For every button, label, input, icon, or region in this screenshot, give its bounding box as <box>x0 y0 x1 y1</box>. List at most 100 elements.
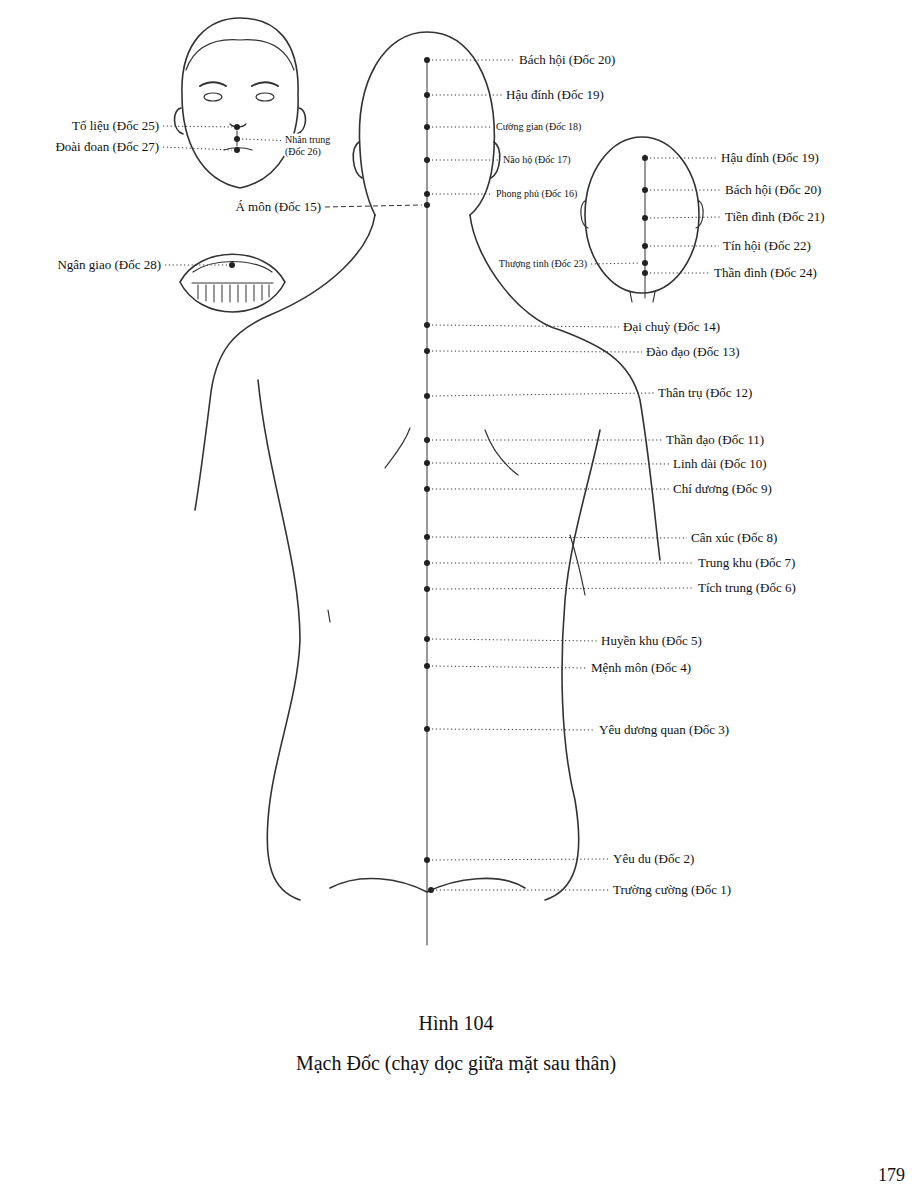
acupoint-dot <box>642 187 648 193</box>
leader-line <box>432 127 492 128</box>
mark <box>328 610 330 622</box>
lip-outline <box>180 254 285 312</box>
acupoint-dot <box>424 348 430 354</box>
acupoint-dot <box>229 262 235 268</box>
leader-line <box>432 194 492 195</box>
head-top-inset <box>581 137 703 302</box>
leader-line <box>432 563 694 564</box>
leader-line <box>165 265 227 266</box>
leader-line <box>325 205 422 207</box>
acupoint-dot <box>234 136 240 142</box>
point-label: Chí dương (Đốc 9) <box>672 482 773 497</box>
acupoint-dot <box>424 157 430 163</box>
point-label: Cân xúc (Đốc 8) <box>690 531 778 546</box>
acupoint-dot <box>424 57 430 63</box>
scapula <box>385 428 410 468</box>
leader-line <box>650 217 721 218</box>
arm-line <box>570 535 585 595</box>
leader-line <box>242 139 281 141</box>
leader-line <box>432 325 619 327</box>
leader-line <box>650 273 710 274</box>
acupoint-dot <box>642 155 648 161</box>
leader-line <box>163 147 232 150</box>
neck <box>630 292 655 302</box>
point-label: Yêu dương quan (Đốc 3) <box>598 723 730 738</box>
acupoint-dot <box>424 663 430 669</box>
ear <box>581 200 588 228</box>
back-figure <box>195 32 660 945</box>
leader-line <box>436 890 609 891</box>
leader-line <box>432 729 595 730</box>
brow <box>200 82 226 86</box>
acupoint-dot <box>642 215 648 221</box>
ear <box>696 200 703 228</box>
figure-caption: Mạch Đốc (chạy dọc giữa mặt sau thân) <box>0 1052 912 1075</box>
acupoint-dot <box>642 243 648 249</box>
point-label: Trường cường (Đốc 1) <box>612 883 732 898</box>
point-label: Tiền đình (Đốc 21) <box>724 210 826 225</box>
point-label: Linh dài (Đốc 10) <box>672 457 768 472</box>
point-label: Não hộ (Đốc 17) <box>502 154 571 166</box>
leader-line <box>432 859 609 860</box>
point-label: Tích trung (Đốc 6) <box>697 581 797 596</box>
brow <box>252 82 278 86</box>
leader-line <box>432 463 669 464</box>
acupoint-dot <box>428 887 434 893</box>
leader-line <box>432 588 694 589</box>
point-label: Á môn (Đốc 15) <box>234 200 322 215</box>
acupoint-dot <box>424 857 430 863</box>
scapula <box>485 430 518 475</box>
teeth <box>198 285 269 302</box>
point-label: Thân trụ (Đốc 12) <box>657 386 753 401</box>
point-label: Thượng tinh (Đốc 23) <box>498 258 588 270</box>
acupoint-dot <box>424 636 430 642</box>
head-outline <box>360 150 375 215</box>
leader-line <box>432 351 642 352</box>
ear <box>297 108 306 134</box>
point-label: Cường gian (Đốc 18) <box>495 121 582 133</box>
point-label: Trung khu (Đốc 7) <box>697 556 796 571</box>
gum <box>193 262 272 273</box>
point-label: Bách hội (Đốc 20) <box>724 183 822 198</box>
hairline <box>186 40 294 70</box>
point-label: Đoài đoan (Đốc 27) <box>54 140 160 155</box>
leader-line <box>432 95 502 96</box>
point-label: Tố liệu (Đốc 25) <box>71 119 160 134</box>
leader-line <box>650 190 721 191</box>
point-label: Bách hội (Đốc 20) <box>518 53 616 68</box>
point-label: Phong phủ (Đốc 16) <box>495 188 578 200</box>
teeth-line <box>192 282 273 283</box>
acupoint-dot <box>424 460 430 466</box>
leader-line <box>432 60 515 61</box>
leader-line <box>432 393 654 396</box>
face-inset <box>174 18 305 188</box>
acupoint-dot <box>642 260 648 266</box>
acupoint-dot <box>424 534 430 540</box>
point-label: Tín hội (Đốc 22) <box>722 239 812 254</box>
point-label: Thần đạo (Đốc 11) <box>665 433 765 448</box>
left-shoulder <box>195 215 375 510</box>
point-label: Yêu du (Đốc 2) <box>612 852 695 867</box>
acupoint-dot <box>424 124 430 130</box>
leader-line <box>432 639 597 641</box>
leader-line <box>163 126 232 127</box>
figure-title: Hình 104 <box>0 1012 912 1035</box>
left-torso <box>258 380 300 900</box>
acupoint-dot <box>424 560 430 566</box>
leader-line <box>432 666 587 668</box>
point-label: Hậu đính (Đốc 19) <box>720 151 820 166</box>
ear <box>353 142 362 178</box>
leader-line <box>432 440 662 441</box>
point-label: Thần đình (Đốc 24) <box>713 266 818 281</box>
leader-line <box>432 537 687 538</box>
head-outline <box>585 137 699 293</box>
acupoint-dot <box>642 270 648 276</box>
leader-line <box>650 246 719 247</box>
point-label: Mệnh môn (Đốc 4) <box>590 661 692 676</box>
point-label: Đại chuỳ (Đốc 14) <box>622 320 721 335</box>
acupoint-dot <box>424 202 430 208</box>
acupoint-dot <box>424 437 430 443</box>
ear <box>174 108 183 134</box>
leader-line <box>432 160 499 161</box>
eye <box>256 93 274 101</box>
